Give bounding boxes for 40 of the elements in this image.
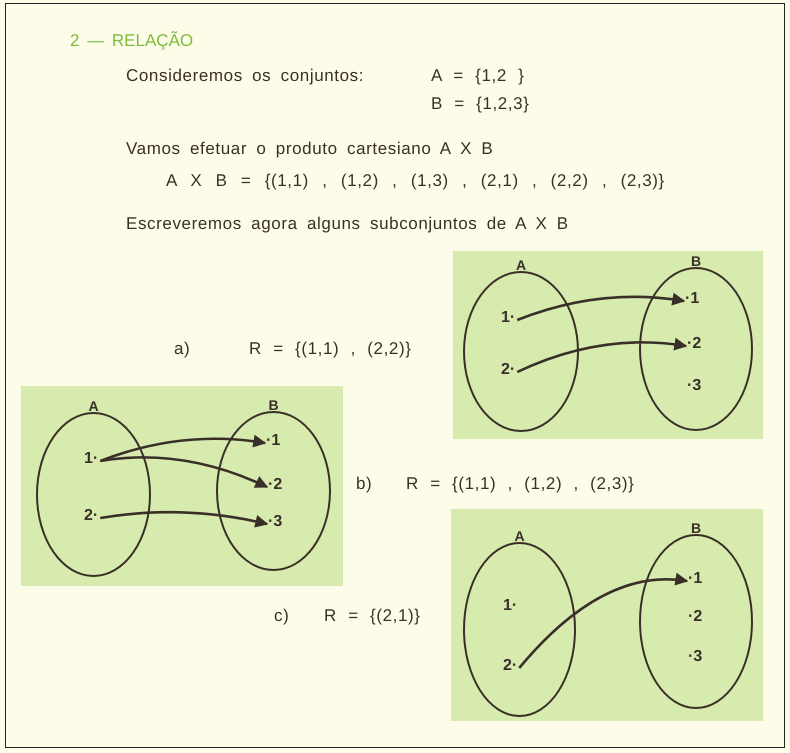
math-text: R = {(1,1) , (2,2)} — [249, 339, 412, 359]
math-text: a) — [174, 339, 190, 359]
set-element: 1· — [84, 450, 98, 468]
set-name: B — [690, 253, 702, 269]
arrow — [518, 573, 688, 669]
math-text: R = {(2,1)} — [324, 606, 421, 626]
set-element: 1· — [501, 309, 516, 327]
set-element: 2· — [503, 657, 518, 675]
math-text: A = {1,2 } — [431, 66, 524, 86]
math-text: A X B = {(1,1) , (1,2) , (1,3) , (2,1) , (2,2) , (2,3)} — [166, 171, 665, 191]
math-text: Vamos efetuar o produto cartesiano A X B — [126, 139, 494, 159]
set-name: A — [516, 257, 526, 273]
arrow — [100, 510, 268, 528]
set-element: 2· — [84, 507, 98, 525]
set-name: B — [690, 520, 702, 536]
set-element: ·1 — [685, 290, 700, 308]
math-text: Escreveremos agora alguns subconjuntos de A X B — [126, 214, 569, 234]
set-element: ·3 — [268, 513, 282, 531]
set-element: ·3 — [687, 377, 702, 395]
set-element: ·2 — [687, 335, 702, 353]
set-element: 2· — [501, 361, 516, 379]
arrow — [516, 338, 688, 374]
math-text: b) — [356, 474, 372, 494]
arrow — [516, 292, 686, 322]
set-element: ·1 — [266, 432, 280, 450]
arrow — [100, 456, 268, 488]
math-text: B = {1,2,3} — [431, 94, 530, 114]
set-name: A — [88, 398, 99, 414]
set-element: ·3 — [688, 648, 702, 666]
set-element: ·2 — [688, 608, 702, 626]
set-element: 1· — [503, 597, 518, 615]
math-text: c) — [274, 606, 290, 626]
set-name: B — [268, 397, 279, 413]
set-element: ·1 — [688, 570, 702, 588]
arrow — [100, 434, 266, 462]
set-name: A — [514, 528, 525, 544]
set-element: ·2 — [268, 476, 282, 494]
section-title: 2 — RELAÇÃO — [70, 31, 194, 51]
math-text: R = {(1,1) , (1,2) , (2,3)} — [406, 474, 634, 494]
math-text: Consideremos os conjuntos: — [126, 66, 364, 86]
